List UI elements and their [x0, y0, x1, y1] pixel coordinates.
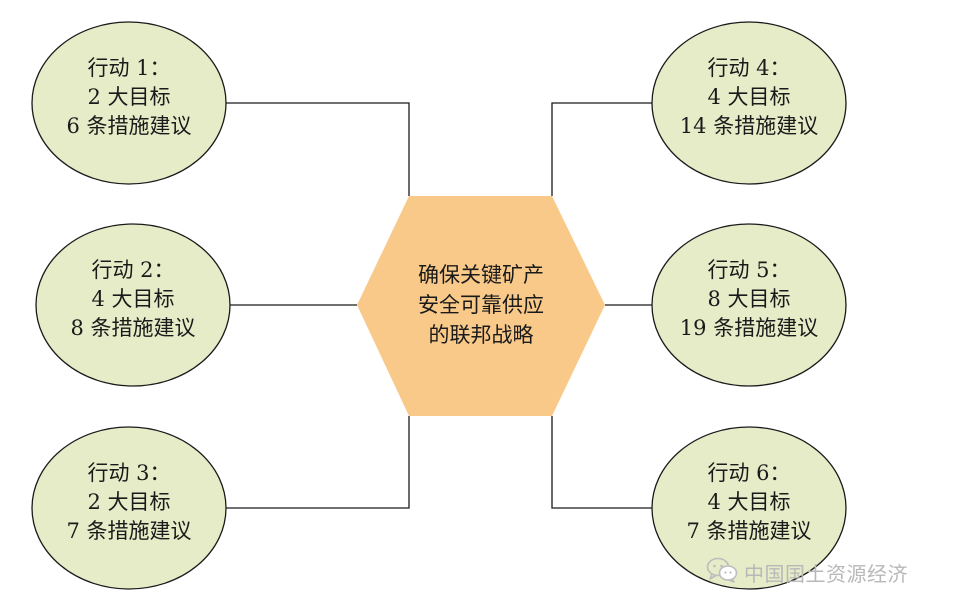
action-title: 行动 1：: [87, 56, 170, 80]
action-ellipse: [651, 21, 847, 185]
action-goals: 4 大目标: [91, 287, 174, 311]
connector-action-4: [551, 102, 652, 196]
action-ellipse: [651, 223, 847, 387]
action-ellipse: [31, 21, 227, 185]
action-goals: 2 大目标: [87, 85, 170, 109]
action-measures: 14 条措施建议: [680, 114, 818, 138]
connector-action-3: [222, 416, 410, 509]
action-node-3: 行动 3： 2 大目标 7 条措施建议: [31, 426, 227, 590]
action-node-4: 行动 4： 4 大目标 14 条措施建议: [651, 21, 847, 185]
center-node: 确保关键矿产 安全可靠供应 的联邦战略: [357, 196, 605, 416]
connector-action-6: [551, 416, 652, 509]
action-goals: 4 大目标: [707, 490, 790, 514]
center-line-1: 确保关键矿产: [418, 263, 544, 287]
action-goals: 2 大目标: [87, 490, 170, 514]
watermark-text: 中国国土资源经济: [744, 561, 908, 586]
action-ellipse: [31, 426, 227, 590]
action-measures: 7 条措施建议: [686, 519, 811, 543]
center-line-3: 的联邦战略: [429, 323, 534, 347]
action-measures: 8 条措施建议: [70, 316, 195, 340]
action-node-2: 行动 2： 4 大目标 8 条措施建议: [35, 223, 231, 387]
action-title: 行动 4：: [707, 56, 790, 80]
action-goals: 8 大目标: [707, 287, 790, 311]
action-node-1: 行动 1： 2 大目标 6 条措施建议: [31, 21, 227, 185]
connectors: [222, 102, 652, 509]
action-title: 行动 2：: [91, 258, 174, 282]
connector-action-1: [222, 102, 410, 196]
action-goals: 4 大目标: [707, 85, 790, 109]
action-ellipse: [35, 223, 231, 387]
action-title: 行动 3：: [87, 461, 170, 485]
action-node-6: 行动 6： 4 大目标 7 条措施建议: [651, 426, 847, 590]
action-ellipse: [651, 426, 847, 590]
action-title: 行动 6：: [707, 461, 790, 485]
wechat-icon: [706, 557, 738, 587]
watermark: 中国国土资源经济: [706, 557, 908, 587]
action-measures: 19 条措施建议: [680, 316, 818, 340]
action-measures: 6 条措施建议: [66, 114, 191, 138]
center-hexagon: [357, 196, 605, 416]
action-node-5: 行动 5： 8 大目标 19 条措施建议: [651, 223, 847, 387]
action-measures: 7 条措施建议: [66, 519, 191, 543]
center-line-2: 安全可靠供应: [418, 293, 544, 317]
action-title: 行动 5：: [707, 258, 790, 282]
